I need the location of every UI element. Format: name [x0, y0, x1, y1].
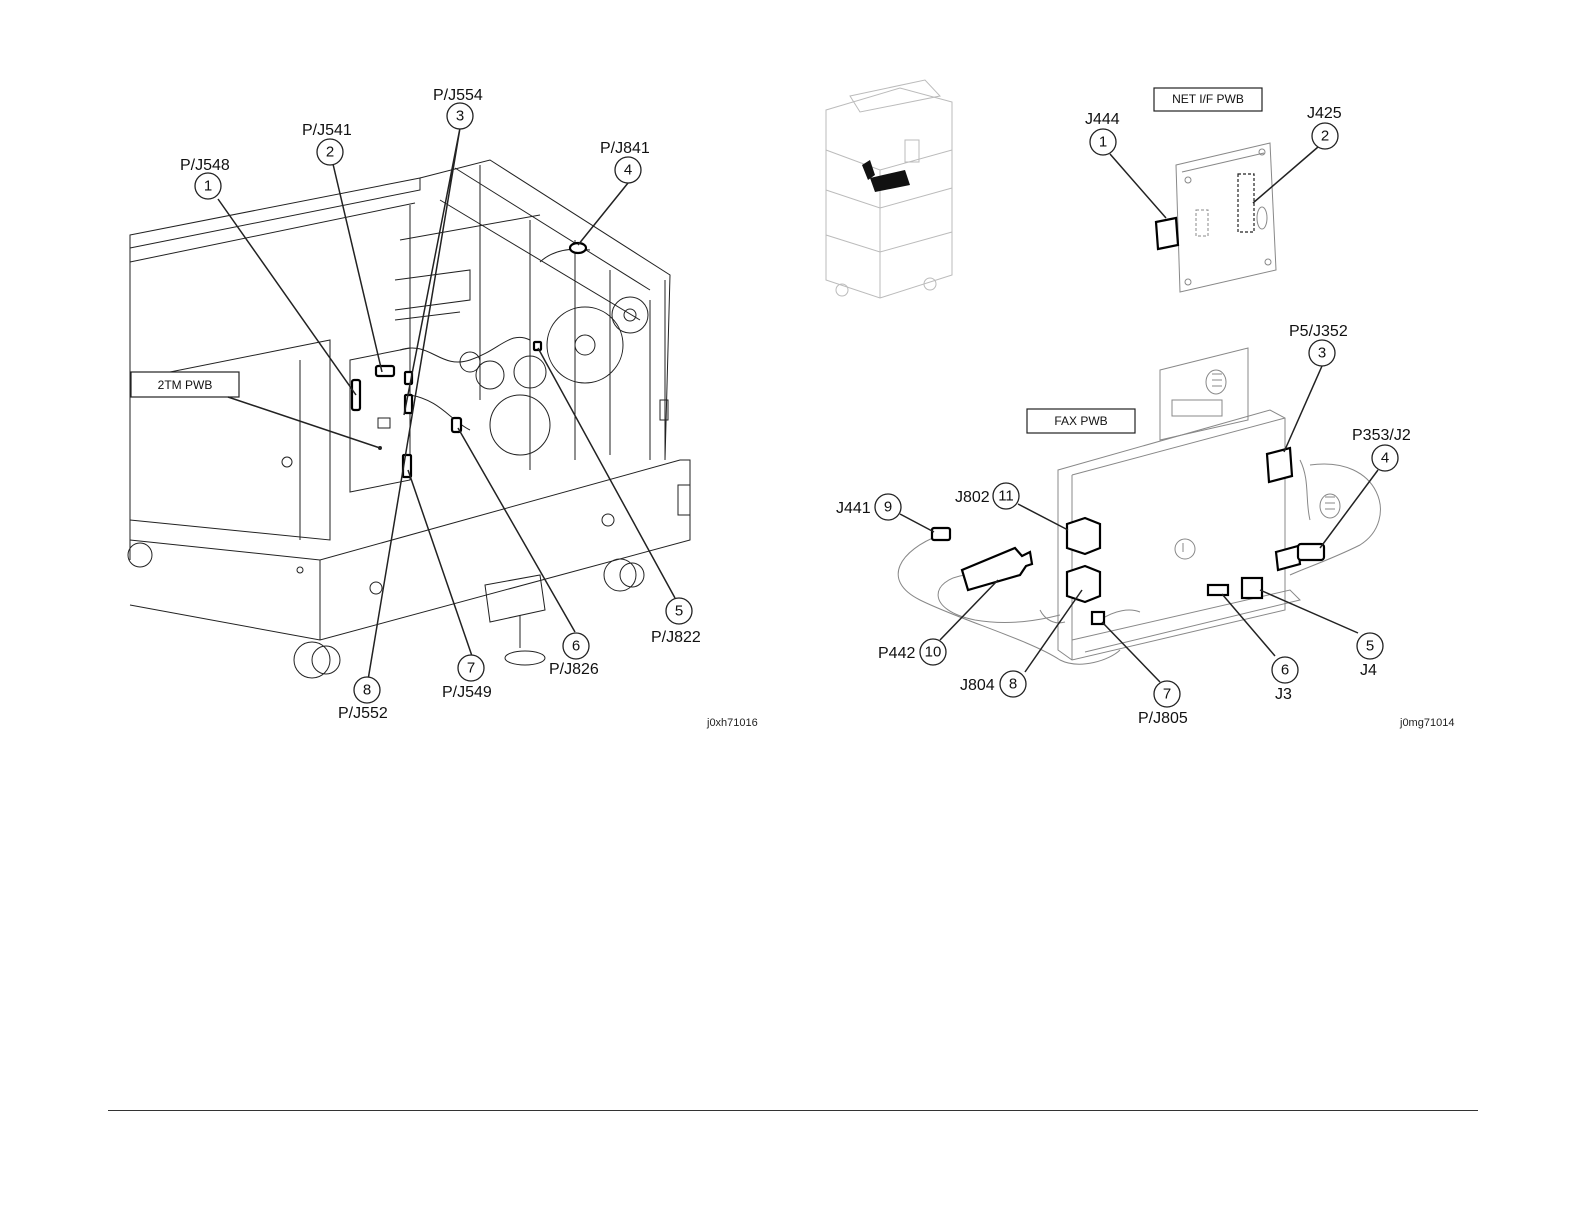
svg-text:P442: P442 — [878, 645, 915, 662]
svg-text:3: 3 — [1318, 345, 1326, 362]
net-if-pwb-illustration — [1156, 143, 1276, 292]
svg-text:5: 5 — [675, 603, 683, 620]
svg-text:P/J826: P/J826 — [549, 661, 599, 678]
svg-text:J802: J802 — [955, 489, 990, 506]
machine-locator-thumbnail — [826, 80, 952, 298]
callout-7: 7 P/J549 — [442, 655, 492, 701]
svg-text:7: 7 — [467, 660, 475, 677]
svg-text:1: 1 — [204, 178, 212, 195]
fax-pwb-illustration — [898, 348, 1380, 664]
svg-text:J444: J444 — [1085, 111, 1120, 128]
svg-text:10: 10 — [925, 644, 942, 661]
svg-text:4: 4 — [1381, 450, 1389, 467]
callout-fax-6: 6 J3 — [1272, 657, 1298, 703]
svg-text:P/J822: P/J822 — [651, 629, 701, 646]
net-if-pwb-label: NET I/F PWB — [1172, 92, 1244, 106]
svg-text:1: 1 — [1099, 134, 1107, 151]
svg-text:4: 4 — [624, 162, 632, 179]
svg-text:2: 2 — [326, 144, 334, 161]
right-figure-code: j0mg71014 — [1399, 717, 1454, 729]
callout-8: 8 P/J552 — [338, 677, 388, 722]
callout-fax-5: 5 J4 — [1357, 633, 1383, 679]
fax-connectors — [932, 448, 1324, 624]
callout-net-2: 2 J425 — [1307, 105, 1342, 149]
callout-2: 2 P/J541 — [302, 122, 352, 165]
callout-1: 1 P/J548 — [180, 157, 230, 199]
svg-text:P/J549: P/J549 — [442, 684, 492, 701]
svg-text:P353/J2: P353/J2 — [1352, 427, 1411, 444]
footer-divider — [108, 1110, 1478, 1111]
callout-fax-3: 3 P5/J352 — [1289, 323, 1348, 366]
svg-text:8: 8 — [363, 682, 371, 699]
svg-text:3: 3 — [456, 108, 464, 125]
callout-fax-7: 7 P/J805 — [1138, 681, 1188, 727]
callout-net-1: 1 J444 — [1085, 111, 1120, 155]
left-figure-code: j0xh71016 — [706, 717, 758, 729]
left-machine-illustration — [128, 160, 690, 678]
callout-fax-10: 10 P442 — [878, 639, 946, 665]
fax-pwb-label: FAX PWB — [1054, 414, 1107, 428]
callout-4: 4 P/J841 — [600, 140, 650, 183]
callout-6: 6 P/J826 — [549, 633, 599, 678]
svg-text:11: 11 — [998, 488, 1014, 505]
svg-text:P/J554: P/J554 — [433, 87, 483, 104]
callout-fax-11: 11 J802 — [955, 483, 1019, 509]
svg-text:J441: J441 — [836, 500, 871, 517]
svg-text:6: 6 — [1281, 662, 1289, 679]
svg-text:P/J805: P/J805 — [1138, 710, 1188, 727]
svg-text:J804: J804 — [960, 677, 995, 694]
callout-fax-9: 9 J441 — [836, 494, 901, 520]
svg-text:7: 7 — [1163, 686, 1171, 703]
svg-text:P5/J352: P5/J352 — [1289, 323, 1348, 340]
left-callouts: 1 P/J548 2 P/J541 3 P/J554 4 P/J841 5 P/… — [180, 87, 701, 722]
svg-text:6: 6 — [572, 638, 580, 655]
2tm-pwb-label: 2TM PWB — [158, 378, 213, 392]
svg-text:J4: J4 — [1360, 662, 1377, 679]
svg-text:5: 5 — [1366, 638, 1374, 655]
callout-fax-8: 8 J804 — [960, 671, 1026, 697]
svg-text:P/J841: P/J841 — [600, 140, 650, 157]
svg-text:J425: J425 — [1307, 105, 1342, 122]
callout-5: 5 P/J822 — [651, 598, 701, 646]
svg-text:2: 2 — [1321, 128, 1329, 145]
svg-text:9: 9 — [884, 499, 892, 516]
callout-3: 3 P/J554 — [433, 87, 483, 129]
svg-text:P/J548: P/J548 — [180, 157, 230, 174]
svg-text:J3: J3 — [1275, 686, 1292, 703]
svg-text:8: 8 — [1009, 676, 1017, 693]
callout-fax-4: 4 P353/J2 — [1352, 427, 1411, 471]
svg-text:P/J541: P/J541 — [302, 122, 352, 139]
svg-text:P/J552: P/J552 — [338, 705, 388, 722]
